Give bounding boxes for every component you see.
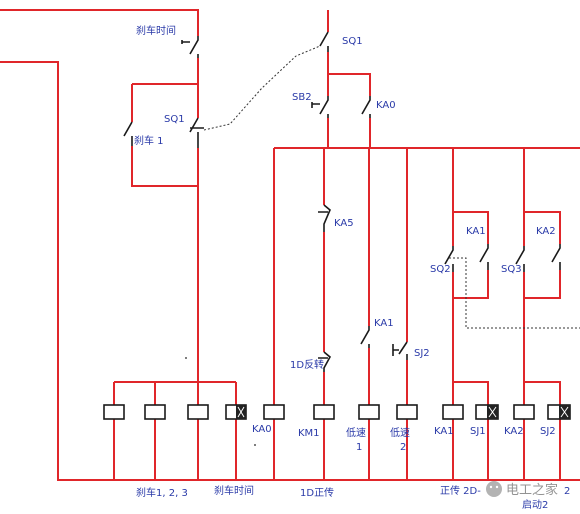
label-coil-ka0: KA0 [252,424,272,435]
label-coil-low2-a: 低速 [390,426,410,439]
sq2-linkage-line [449,257,580,329]
label-coil-low2-b: 2 [400,442,406,453]
watermark: 电工之家 [486,481,558,498]
label-bottom-fwd-2d: 正传 2D- [440,485,481,497]
sb2-pushbutton [311,96,329,118]
label-sb2: SB2 [292,92,312,103]
wechat-icon [486,481,502,497]
contacts [123,31,561,372]
ka1-low1-contact [360,326,370,348]
ka2-branch-wire [523,148,561,480]
labels: 刹车时间 SQ1 SQ1 刹车 1 SB2 KA0 KA5 KA1 KA2 SQ… [134,24,570,511]
sq1-column-wire [327,10,371,148]
watermark-text: 电工之家 [506,482,558,498]
sq2-contact [444,246,454,272]
label-coil-km1: KM1 [298,428,320,439]
label-bottom-start2: 启动2 [522,498,548,511]
coil-low2 [396,404,418,420]
coil-low1 [358,404,380,420]
ka1-branch-wire [452,148,489,480]
coil-ka2 [513,404,535,420]
label-bottom-brake-time: 刹车时间 [214,484,254,497]
label-ka1-mid: KA1 [374,318,394,329]
ka1-hold-contact [479,244,489,270]
sq1-linkage-line [203,45,321,131]
label-1d-reverse: 1D反转 [290,358,324,371]
label-ka5: KA5 [334,218,354,229]
brake-time-contact [181,36,199,58]
label-coil-low1-b: 1 [356,442,362,453]
label-coil-sj1: SJ1 [470,426,486,437]
ka1-self-hold-wire [453,211,489,299]
left-rail-wire [0,9,199,36]
sq1-top-contact [319,31,329,52]
label-sq1-mid: SQ1 [164,114,185,125]
coil-brake-2 [144,404,166,420]
label-sq3: SQ3 [501,264,522,275]
sq3-contact [515,246,525,272]
brake-coil-bus-wire [113,381,237,480]
brake-loop-wire [131,83,198,187]
label-brake-time-top: 刹车时间 [136,24,176,37]
ka2-self-hold-wire [524,211,561,299]
brake1-contact [123,121,133,146]
label-bottom-start2-tail: 2 [564,486,570,497]
label-bottom-1d-fwd: 1D正传 [300,487,334,499]
label-coil-low1-a: 低速 [346,426,366,439]
label-sq2: SQ2 [430,264,451,275]
coil-km1 [313,404,335,420]
coil-ka1 [442,404,464,420]
coil-brake-1 [103,404,125,420]
wiring [0,9,580,481]
label-bottom-brake123: 刹车1, 2, 3 [136,486,188,499]
label-coil-ka2: KA2 [504,426,524,437]
coil-brake-timer [225,404,247,420]
label-ka0-top: KA0 [376,100,396,111]
label-coil-ka1: KA1 [434,426,454,437]
coil-brake-3 [187,404,209,420]
label-coil-sj2: SJ2 [540,426,556,437]
ka5-contact [318,204,331,232]
ka2-hold-contact [551,244,561,270]
label-sj2-mid: SJ2 [414,348,430,359]
label-brake1: 刹车 1 [134,134,164,147]
sj2-timer-contact [392,341,408,360]
junction-dot [185,357,187,359]
coil-sj2 [547,404,571,420]
coil-sj1 [475,404,499,420]
label-ka2-right: KA2 [536,226,556,237]
coil-ka0 [263,404,285,420]
left-supply-wire [0,61,580,481]
coils [103,404,571,420]
ka0-contact [361,96,371,118]
label-sq1-top: SQ1 [342,36,363,47]
1d-reverse-contact [318,351,332,372]
junction-dot [254,444,256,446]
label-ka1-right: KA1 [466,226,486,237]
sq1-brake-contact [189,117,204,148]
